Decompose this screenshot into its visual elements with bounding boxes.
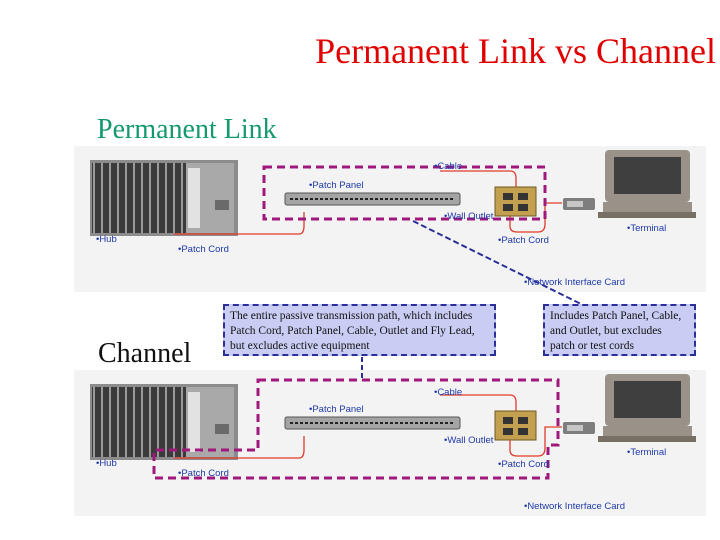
hub-icon — [90, 384, 238, 460]
hub-label: •Hub — [96, 458, 117, 469]
hub-icon — [90, 160, 238, 236]
permanent-link-boundary — [262, 165, 547, 221]
wall-outlet-icon — [494, 410, 537, 441]
terminal-icon — [598, 374, 696, 442]
terminal-label: •Terminal — [627, 447, 666, 458]
terminal-label: •Terminal — [627, 223, 666, 234]
cable-line — [440, 394, 517, 411]
patch-panel-label: •Patch Panel — [309, 180, 364, 191]
callout-connector-permanent-link — [412, 220, 582, 305]
cable-line — [440, 170, 517, 187]
patch-cord-right-label: •Patch Cord — [498, 459, 549, 470]
hub-label: •Hub — [96, 234, 117, 245]
terminal-icon — [598, 150, 696, 218]
cable-label: •Cable — [434, 161, 462, 172]
wall-outlet-label: •Wall Outlet — [444, 211, 494, 222]
patch-cord-left-line — [174, 212, 305, 235]
channel-boundary — [152, 378, 560, 480]
network-interface-card-label: •Network Interface Card — [524, 501, 625, 512]
patch-panel-icon — [284, 416, 461, 430]
channel-heading: Channel — [98, 338, 192, 369]
callout-includes: Includes Patch Panel, Cable, and Outlet,… — [543, 304, 696, 356]
patch-cord-right-label: •Patch Cord — [498, 235, 549, 246]
network-interface-card-icon — [563, 422, 595, 434]
cable-label: •Cable — [434, 387, 462, 398]
patch-cord-left-label: •Patch Cord — [178, 468, 229, 479]
slide-title: Permanent Link vs Channel — [315, 31, 716, 71]
patch-cord-left-label: •Patch Cord — [178, 244, 229, 255]
patch-panel-label: •Patch Panel — [309, 404, 364, 415]
patch-panel-icon — [284, 192, 461, 206]
wall-outlet-icon — [494, 186, 537, 217]
channel-diagram: •Cable •Patch Panel •Wall Outlet •Termin… — [74, 370, 706, 516]
callout-passive-path: The entire passive transmission path, wh… — [223, 304, 496, 356]
permanent-link-heading: Permanent Link — [97, 114, 277, 145]
permanent-link-diagram: •Cable •Patch Panel •Wall Outlet •Termin… — [74, 146, 706, 292]
network-interface-card-icon — [563, 198, 595, 210]
patch-cord-right-line — [509, 202, 562, 233]
network-interface-card-label: •Network Interface Card — [524, 277, 625, 288]
patch-cord-right-line — [509, 426, 562, 457]
patch-cord-left-line — [174, 436, 305, 459]
wall-outlet-label: •Wall Outlet — [444, 435, 494, 446]
